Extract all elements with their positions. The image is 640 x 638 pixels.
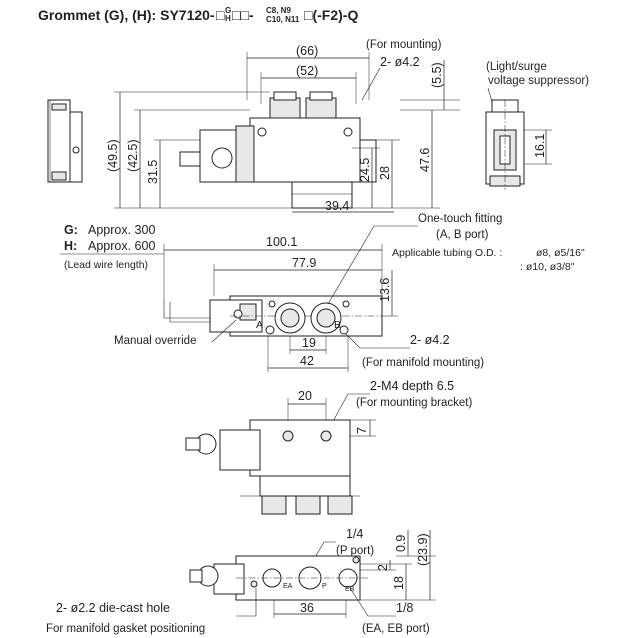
tubing-1: ø8, ø5/16" — [536, 247, 585, 259]
dim-23-9-text: (23.9) — [416, 533, 430, 566]
dim-47-6-text: 47.6 — [418, 148, 432, 172]
lead-g-text: Approx. 300 — [88, 223, 155, 237]
tubing-2: : ø10, ø3/8" — [520, 261, 575, 273]
dim-42-5-text: (42.5) — [126, 139, 140, 172]
lead-h-code: H: — [64, 239, 77, 253]
dim-42-text: 42 — [300, 354, 314, 368]
dim-100-1-text: 100.1 — [266, 235, 297, 249]
exhaust-size: 1/8 — [396, 601, 413, 615]
dim-20-text: 20 — [298, 389, 312, 403]
mounting-note: (For mounting) — [366, 39, 442, 51]
bracket-view: 2-M4 depth 6.5 (For mounting bracket) 20… — [185, 379, 472, 515]
exhaust-label: (EA, EB port) — [362, 623, 430, 635]
dim-24-5-text: 24.5 — [358, 158, 372, 182]
dim-36-text: 36 — [300, 601, 314, 615]
suppressor-side-view: (Light/surge voltage suppressor) 16.1 — [485, 61, 589, 190]
title-box: □ — [216, 7, 225, 23]
dim-31-5-text: 31.5 — [146, 160, 160, 184]
dim-13-6-text: 13.6 — [378, 278, 392, 302]
title-code-top: G — [225, 6, 231, 15]
dim-28-text: 28 — [378, 166, 392, 180]
dim-18-text: 18 — [392, 576, 406, 590]
manifold-note: (For manifold mounting) — [362, 357, 484, 369]
top-front-view: (66) (52) (For mounting) 2- ø4.2 (5.5) — [106, 39, 460, 213]
title-opt-bottom: C10, N11 — [266, 15, 300, 24]
manifold-holes: 2- ø4.2 — [410, 333, 450, 347]
dim-16-1-text: 16.1 — [533, 134, 547, 158]
left-end-view — [47, 99, 83, 183]
title-suffix: □(-F2)-Q — [304, 7, 358, 23]
dim-7-text: 7 — [355, 427, 369, 434]
dim-66-text: (66) — [296, 44, 318, 58]
dim-77-9-text: 77.9 — [292, 256, 316, 270]
bottom-view: 1/4 (P port) 0.9 (23.9) 2 18 EA P EB 36 — [46, 527, 436, 635]
port-p-label: P — [322, 583, 327, 590]
port-ea-label: EA — [283, 583, 293, 590]
middle-view: G: Approx. 300 H: Approx. 600 (Lead wire… — [60, 213, 585, 372]
thread-note: (For mounting bracket) — [356, 397, 472, 409]
suppressor-label-2: voltage suppressor) — [488, 75, 589, 87]
tubing-label: Applicable tubing O.D. : — [392, 247, 502, 259]
dim-52-text: (52) — [296, 64, 318, 78]
title-code-bottom: H — [225, 14, 231, 23]
port-b-label: B — [334, 319, 341, 331]
dim-39-4-text: 39.4 — [325, 199, 349, 213]
dim-0-9-text: 0.9 — [394, 535, 408, 552]
dim-2-text: 2 — [376, 564, 390, 571]
suppressor-label-1: (Light/surge — [486, 61, 547, 73]
gasket-note: For manifold gasket positioning — [46, 623, 205, 635]
thread-label: 2-M4 depth 6.5 — [370, 379, 454, 393]
mounting-holes: 2- ø4.2 — [380, 55, 420, 69]
p-port-size: 1/4 — [346, 527, 363, 541]
manual-override-label: Manual override — [114, 335, 196, 347]
lead-h-text: Approx. 600 — [88, 239, 155, 253]
title-boxes: □□- — [232, 7, 254, 23]
die-cast-hole: 2- ø2.2 die-cast hole — [56, 601, 170, 615]
fitting-port: (A, B port) — [436, 229, 489, 241]
p-port-label: (P port) — [336, 545, 374, 557]
dim-19-text: 19 — [302, 336, 316, 350]
dim-49-5-text: (49.5) — [106, 139, 120, 172]
dim-5-5-text: (5.5) — [430, 62, 444, 88]
title-opt-top: C8, N9 — [266, 6, 291, 15]
title-prefix: Grommet (G), (H): SY7120- — [38, 7, 215, 23]
lead-note: (Lead wire length) — [64, 259, 148, 271]
drawing-title: Grommet (G), (H): SY7120- □ G H □□- C8, … — [38, 6, 358, 24]
lead-g-code: G: — [64, 223, 78, 237]
port-eb-label: EB — [345, 586, 355, 593]
fitting-label: One-touch fitting — [418, 213, 502, 225]
port-a-label: A — [256, 319, 263, 331]
